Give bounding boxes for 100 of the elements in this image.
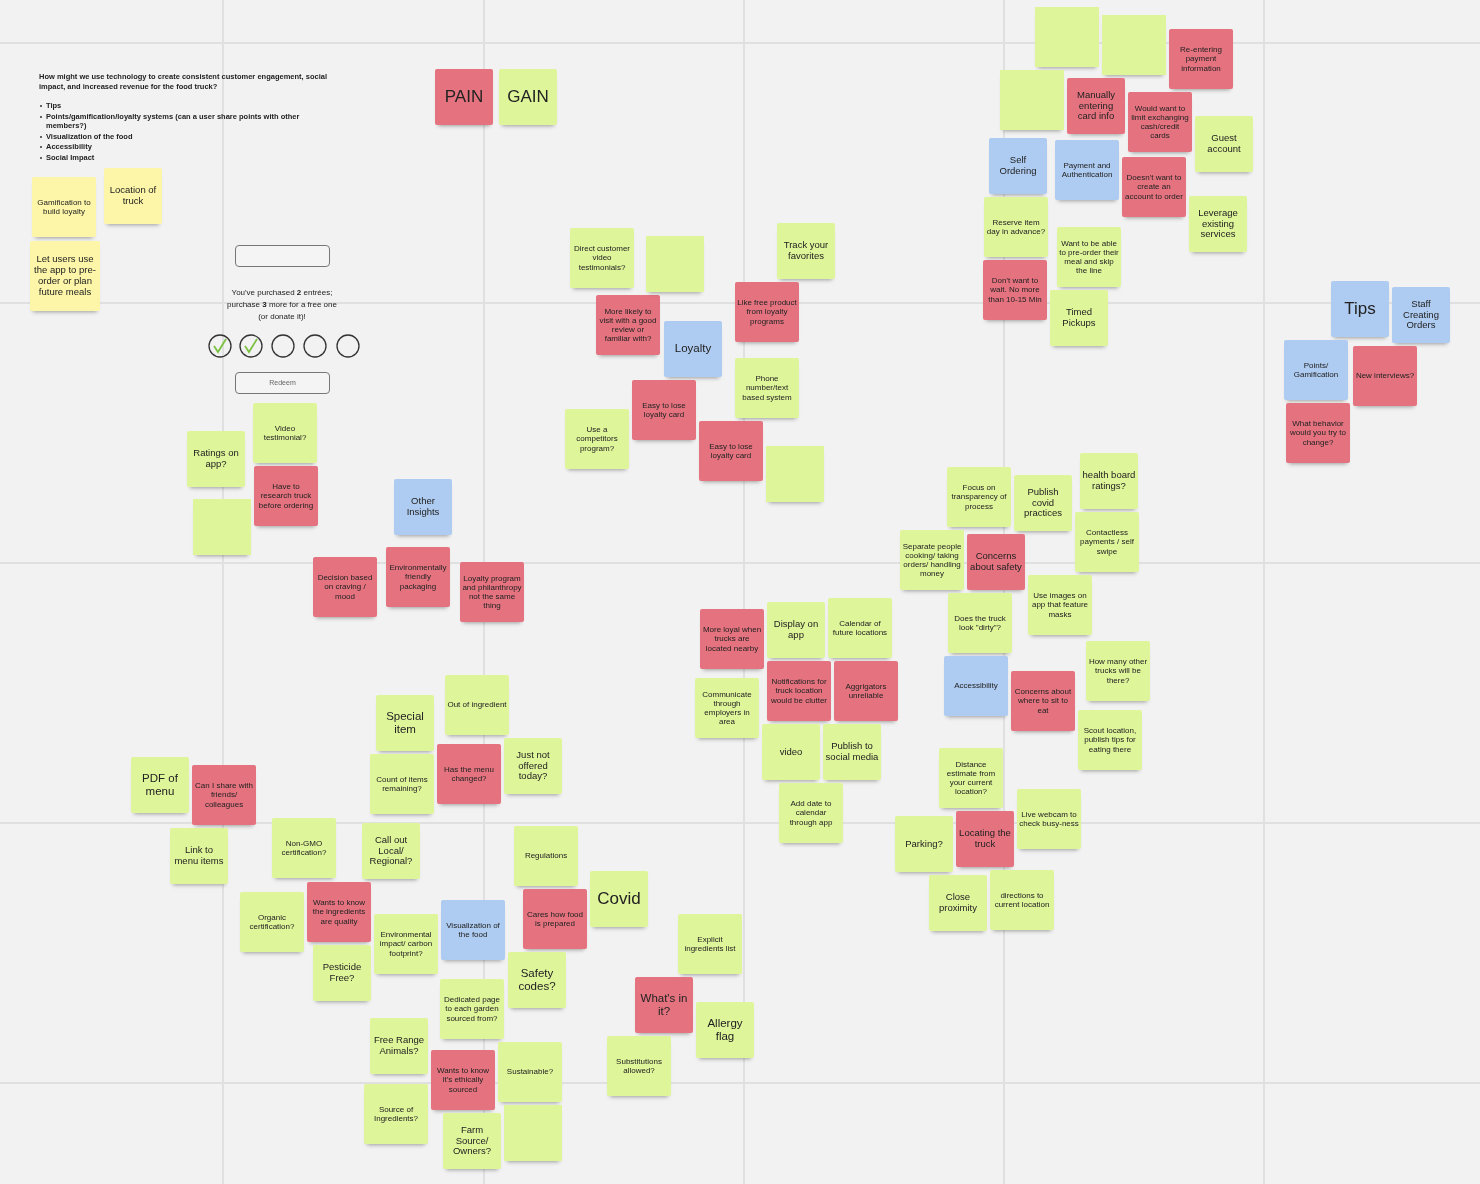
- sticky-note: [437, 744, 501, 804]
- note-text: New interviews?: [1355, 371, 1415, 381]
- sticky-note: [1189, 196, 1247, 252]
- note-text: Focus on transparency of process: [950, 483, 1008, 511]
- sticky-note: [460, 562, 524, 622]
- sticky-note: [1392, 287, 1450, 343]
- note-text: Would want to limit exchanging cash/credit cards: [1130, 103, 1190, 141]
- sticky-note: [1102, 15, 1166, 75]
- sticky-note: [990, 870, 1054, 930]
- note-text: Re-entering payment information: [1179, 45, 1223, 73]
- sticky-note: [895, 816, 953, 872]
- note-text: Concerns about where to sit to eat: [1013, 687, 1073, 715]
- sticky-note: [1128, 92, 1192, 152]
- sticky-note: [944, 656, 1008, 716]
- note-text: Cares how food is prepared: [526, 909, 584, 929]
- note-text: Loyalty: [674, 342, 712, 356]
- sticky-note: [939, 748, 1003, 808]
- sticky-note: [253, 403, 317, 463]
- note-text: Want to be able to pre-order their meal and skip the line: [1059, 238, 1119, 276]
- sticky-note: [762, 724, 820, 780]
- sticky-note: [1078, 710, 1142, 770]
- sticky-note: [1000, 70, 1064, 130]
- sticky-note: [131, 757, 189, 813]
- sticky-note: [1014, 475, 1072, 531]
- note-text: Location of truck: [108, 185, 158, 207]
- sticky-note: [514, 826, 578, 886]
- note-text: Link to menu items: [173, 845, 225, 867]
- note-text: Phone number/text based system: [741, 374, 793, 402]
- note-text: Call out Local/ Regional?: [368, 834, 414, 868]
- note-text: Substitutions allowed?: [615, 1056, 663, 1076]
- note-text: Organic certification?: [248, 912, 296, 932]
- note-text: Close proximity: [938, 892, 978, 914]
- sticky-note: [441, 900, 505, 960]
- note-text: Leverage existing services: [1197, 207, 1239, 241]
- note-text: More likely to visit with a good review or familiar with?: [598, 306, 658, 344]
- sticky-note: [523, 889, 587, 949]
- note-text: Environmental impact/ carbon footprint?: [378, 930, 434, 958]
- note-text: Safety codes?: [517, 966, 557, 994]
- note-text: Direct customer video testimonials?: [573, 244, 631, 272]
- note-text: Separate people cooking/ taking orders/ handling money: [902, 541, 962, 579]
- sticky-note: [983, 260, 1047, 320]
- note-text: Use a competitors program?: [575, 425, 619, 453]
- sticky-note: [570, 228, 634, 288]
- note-text: Don't want to wait. No more than 10-15 Min: [987, 276, 1043, 304]
- sticky-note: [828, 598, 892, 658]
- sticky-note: [313, 557, 377, 617]
- note-text: Covid: [597, 889, 641, 909]
- sticky-note: [1017, 789, 1081, 849]
- note-text: Video testimonial?: [262, 423, 308, 443]
- sticky-note: [193, 499, 251, 555]
- sticky-note: [1057, 227, 1121, 287]
- sticky-note: [170, 828, 228, 884]
- note-text: PDF of menu: [141, 771, 179, 799]
- sticky-note: [104, 168, 162, 224]
- note-text: Distance estimate from your current location?: [945, 759, 997, 797]
- note-text: Self Ordering: [998, 155, 1038, 177]
- sticky-note: [1028, 575, 1092, 635]
- note-text: Live webcam to check busy-ness: [1019, 809, 1079, 829]
- note-text: GAIN: [507, 87, 549, 107]
- note-text: Free Range Animals?: [372, 1035, 426, 1057]
- sticky-note: [386, 547, 450, 607]
- sticky-note: [900, 530, 964, 590]
- sticky-note: [362, 823, 420, 879]
- sticky-note: [766, 446, 824, 502]
- note-text: Manually entering card info: [1076, 89, 1116, 123]
- sticky-note: [508, 952, 566, 1008]
- note-text: Just not offered today?: [515, 749, 551, 783]
- note-text: Like free product from loyalty programs: [737, 298, 797, 326]
- sticky-note: [767, 602, 825, 658]
- sticky-note: [989, 138, 1047, 194]
- sticky-note: [779, 783, 843, 843]
- sticky-note: [1035, 7, 1099, 67]
- note-text: Decision based on craving / mood: [316, 573, 374, 601]
- note-text: Timed Pickups: [1061, 307, 1097, 329]
- sticky-note: [504, 1105, 562, 1161]
- sticky-note: [967, 534, 1025, 590]
- sticky-note: [596, 295, 660, 355]
- note-text: Communicate through employers in area: [701, 689, 753, 727]
- note-text: Calendar of future locations: [831, 618, 889, 638]
- note-text: Points/ Gamification: [1292, 360, 1340, 380]
- note-text: Out of ingredient: [447, 700, 507, 710]
- sticky-note: [695, 678, 759, 738]
- sticky-note: [984, 197, 1048, 257]
- note-text: Notifications for truck location would be clutter: [770, 677, 828, 705]
- sticky-note: [678, 914, 742, 974]
- sticky-note: [504, 738, 562, 794]
- note-text: Ratings on app?: [192, 448, 240, 470]
- sticky-note: [696, 1002, 754, 1058]
- note-text: Easy to lose loyalty card: [641, 400, 687, 420]
- note-text: Tips: [1344, 299, 1376, 319]
- note-text: Special item: [385, 709, 425, 737]
- note-text: What's in it?: [639, 991, 689, 1019]
- note-text: What behavior would you try to change?: [1289, 419, 1347, 447]
- note-text: Locating the truck: [958, 828, 1012, 850]
- note-text: Use images on app that feature masks: [1030, 591, 1089, 619]
- sticky-note: [834, 661, 898, 721]
- note-text: Loyalty program and philanthropy not the same thing: [462, 573, 522, 611]
- sticky-note: [498, 1042, 562, 1102]
- sticky-note: [431, 1050, 495, 1110]
- note-text: Staff Creating Orders: [1402, 298, 1440, 332]
